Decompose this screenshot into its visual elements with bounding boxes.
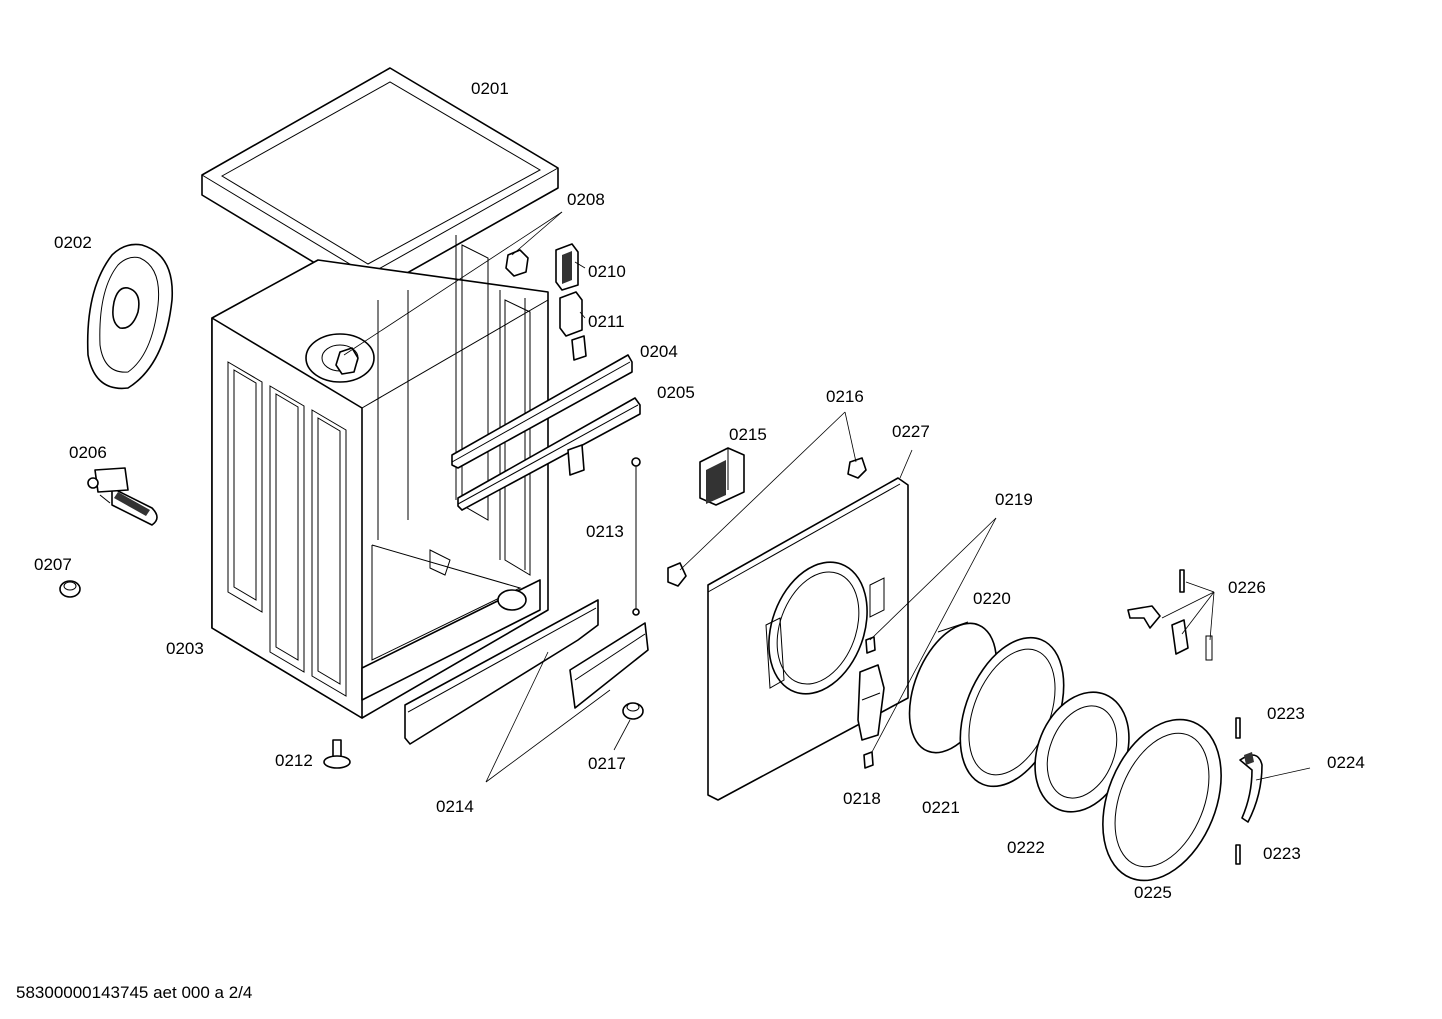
label-0221: 0221 — [922, 798, 960, 817]
label-0223-top: 0223 — [1267, 704, 1305, 723]
label-0222: 0222 — [1007, 838, 1045, 857]
part-0226-hook — [1127, 569, 1213, 661]
part-0214-plinth — [404, 599, 649, 745]
part-0224-hinge — [1239, 752, 1263, 823]
part-0201-top-cover — [201, 67, 559, 296]
part-0218-latch — [857, 636, 885, 769]
leader-lines — [343, 211, 1311, 783]
label-0214: 0214 — [436, 797, 474, 816]
label-0223-bottom: 0223 — [1263, 844, 1301, 863]
label-0202: 0202 — [54, 233, 92, 252]
part-0215-module — [699, 447, 745, 506]
part-0210-bracket — [555, 243, 579, 291]
part-0227-front-panel — [707, 477, 909, 801]
part-0213-rod — [631, 457, 641, 616]
label-0212: 0212 — [275, 751, 313, 770]
label-0204: 0204 — [640, 342, 678, 361]
label-0217: 0217 — [588, 754, 626, 773]
part-0208-holder — [335, 249, 529, 375]
label-0206: 0206 — [69, 443, 107, 462]
part-0207-knob — [59, 580, 81, 598]
part-0225-door-ring — [1102, 718, 1222, 882]
label-0220: 0220 — [973, 589, 1011, 608]
label-0218: 0218 — [843, 789, 881, 808]
label-0226: 0226 — [1228, 578, 1266, 597]
label-0213: 0213 — [586, 522, 624, 541]
document-footer: 58300000143745 aet 000 a 2/4 — [16, 983, 252, 1002]
label-0227: 0227 — [892, 422, 930, 441]
part-0217-knob — [622, 702, 644, 720]
label-0216: 0216 — [826, 387, 864, 406]
part-0203-cabinet — [211, 235, 549, 719]
part-0202-rear-panel — [86, 243, 174, 390]
label-0208: 0208 — [567, 190, 605, 209]
part-0205-rail — [457, 397, 641, 511]
label-0205: 0205 — [657, 383, 695, 402]
label-0215: 0215 — [729, 425, 767, 444]
part-0212-foot — [323, 739, 351, 769]
part-0223-pin — [1235, 717, 1241, 865]
label-0210: 0210 — [588, 262, 626, 281]
part-0206-heater — [87, 467, 158, 526]
label-0225: 0225 — [1134, 883, 1172, 902]
label-0219: 0219 — [995, 490, 1033, 509]
part-0211-bracket — [559, 291, 587, 476]
label-0211: 0211 — [588, 312, 625, 331]
part-0204-rail — [451, 354, 633, 469]
label-0224: 0224 — [1327, 753, 1365, 772]
label-0203: 0203 — [166, 639, 204, 658]
label-0201: 0201 — [471, 79, 509, 98]
label-0207: 0207 — [34, 555, 72, 574]
